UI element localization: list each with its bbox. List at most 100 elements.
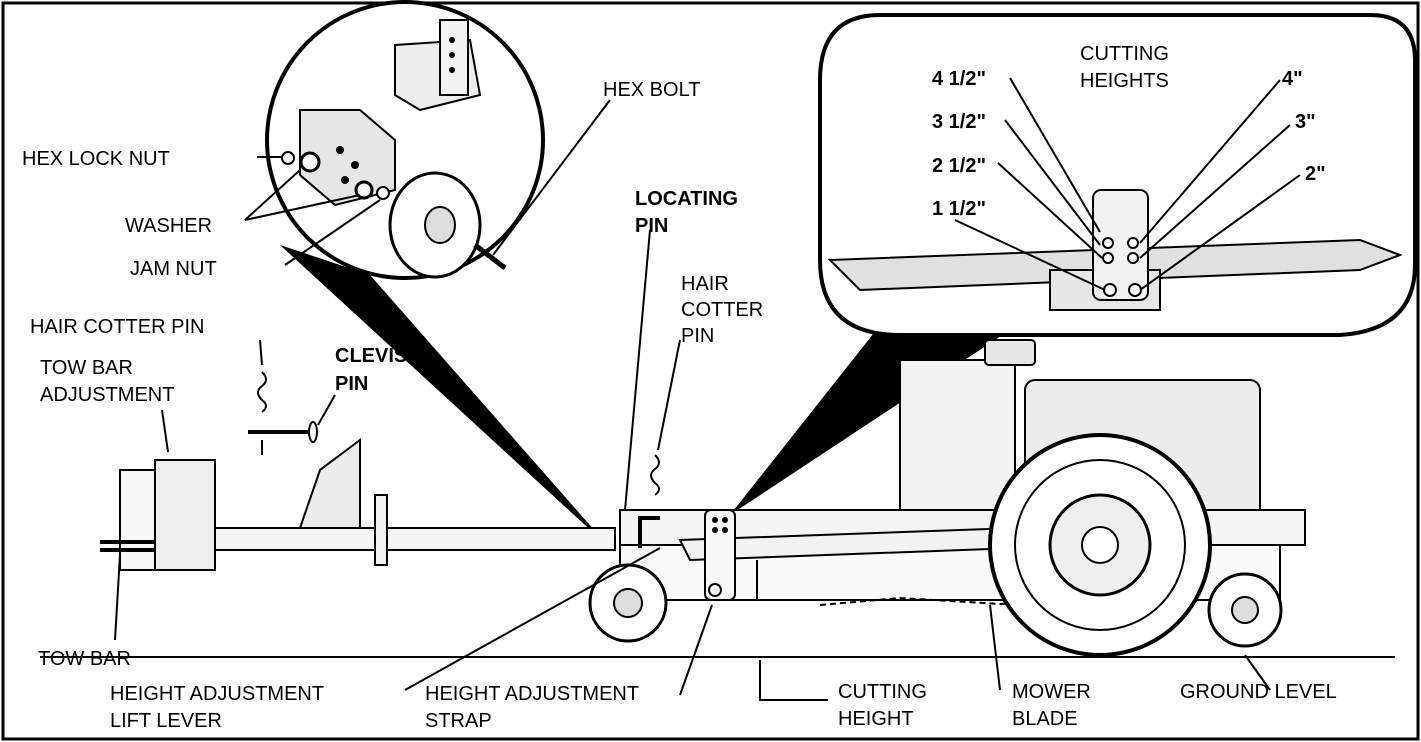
post-hole — [449, 37, 455, 43]
tow-bar-adjustment-plate — [154, 459, 216, 571]
rear-caster-hub — [1231, 596, 1259, 624]
bracket-hole — [341, 176, 349, 184]
leader-4-5 — [1009, 77, 1101, 233]
label-tow-bar-adjustment-1: TOW BAR — [40, 357, 133, 379]
label-washer: WASHER — [125, 215, 212, 237]
label-jam-nut: JAM NUT — [130, 258, 217, 280]
tow-frame-lever — [374, 494, 388, 566]
leader-washer-2 — [244, 194, 361, 221]
strap-hole — [712, 517, 718, 523]
leader-2-5 — [997, 162, 1103, 259]
height-hole — [1127, 252, 1139, 264]
leader-tow-bar — [114, 554, 121, 641]
left-callout-wedge — [280, 245, 610, 548]
label-tow-bar-adjustment-2: ADJUSTMENT — [40, 384, 174, 406]
height-adjustment-strap — [704, 509, 736, 601]
strap-pivot — [708, 583, 722, 597]
label-clevis-pin-2: PIN — [335, 373, 368, 395]
leader-hair-cotter-pin-right — [657, 339, 681, 451]
label-tow-bar: TOW BAR — [38, 648, 131, 670]
rear-wheel-axle — [1081, 526, 1119, 564]
label-lift-lever-1: HEIGHT ADJUSTMENT — [110, 683, 324, 705]
label-locating-pin-1: LOCATING — [635, 188, 738, 210]
label-height-4: 4" — [1282, 68, 1303, 90]
leader-tow-bar-adjustment — [161, 409, 169, 453]
label-height-1-5: 1 1/2" — [932, 198, 986, 220]
fuel-cap — [984, 339, 1036, 366]
label-strap-1: HEIGHT ADJUSTMENT — [425, 683, 639, 705]
label-hex-lock-nut: HEX LOCK NUT — [22, 148, 170, 170]
caster-bracket — [299, 109, 396, 207]
label-hair-cotter-pin-right-3: PIN — [681, 325, 714, 347]
label-hair-cotter-pin-right-2: COTTER — [681, 299, 763, 321]
post-hole — [449, 67, 455, 73]
hex-lock-nut-part — [281, 151, 295, 165]
strap-hole — [722, 527, 728, 533]
clevis-pin-head — [308, 421, 318, 443]
leader-hair-cotter-pin-left — [259, 339, 263, 366]
bracket-post — [439, 19, 469, 96]
label-height-4-5: 4 1/2" — [932, 68, 986, 90]
label-lift-lever-2: LIFT LEVER — [110, 710, 222, 732]
leader-3 — [1139, 124, 1291, 259]
hair-cotter-pin-left-part — [257, 371, 267, 413]
height-hole — [1103, 283, 1117, 297]
label-mower-blade-2: BLADE — [1012, 708, 1078, 730]
rear-wheel-rim — [1014, 459, 1186, 631]
leader-1-5 — [954, 219, 1106, 291]
tow-frame-rail — [179, 527, 616, 551]
label-cutting-heights-2: HEIGHTS — [1080, 70, 1169, 92]
hex-bolt-part — [473, 243, 507, 270]
label-cutting-heights-1: CUTTING — [1080, 43, 1169, 65]
leader-cutting-height — [759, 660, 828, 701]
strap-hole — [722, 517, 728, 523]
label-hair-cotter-pin-left: HAIR COTTER PIN — [30, 316, 204, 338]
leader-hex-bolt — [492, 99, 611, 256]
label-locating-pin-2: PIN — [635, 215, 668, 237]
hair-cotter-pin-right-part — [650, 454, 660, 496]
front-wheel-hub — [613, 588, 643, 618]
leader-2 — [1139, 174, 1301, 291]
leader-washer-1 — [244, 169, 301, 221]
jam-nut-part — [376, 186, 390, 200]
label-cutting-height-2: HEIGHT — [838, 708, 914, 730]
label-height-3-5: 3 1/2" — [932, 111, 986, 133]
height-hole — [1128, 283, 1142, 297]
leader-lift-lever — [404, 547, 661, 691]
bracket-hole — [351, 161, 359, 169]
washer-part — [299, 151, 321, 173]
label-clevis-pin-1: CLEVIS — [335, 345, 407, 367]
strap-hole — [712, 527, 718, 533]
locating-pin-part — [638, 516, 660, 548]
label-height-3: 3" — [1295, 111, 1316, 133]
leader-ground-level — [1244, 654, 1271, 691]
label-height-2-5: 2 1/2" — [932, 155, 986, 177]
height-hole — [1102, 252, 1114, 264]
label-hair-cotter-pin-right-1: HAIR — [681, 273, 729, 295]
label-ground-level: GROUND LEVEL — [1180, 681, 1337, 703]
mower-side-view — [100, 339, 1306, 657]
label-hex-bolt: HEX BOLT — [603, 79, 700, 101]
leader-jam-nut — [284, 199, 381, 266]
wheel-detail-circle — [265, 0, 545, 280]
label-cutting-height-1: CUTTING — [838, 681, 927, 703]
leader-4 — [1139, 79, 1281, 244]
bracket-hole — [336, 146, 344, 154]
height-post — [1092, 189, 1149, 301]
leader-3-5 — [1004, 119, 1101, 246]
post-hole — [449, 52, 455, 58]
leader-strap — [679, 604, 713, 696]
leader-lines — [40, 77, 1301, 701]
leader-mower-blade — [989, 604, 1001, 691]
fuel-tank — [899, 359, 1016, 531]
height-hole — [1127, 237, 1139, 249]
label-mower-blade-1: MOWER — [1012, 681, 1091, 703]
leader-clevis-pin — [317, 394, 336, 426]
washer-part-2 — [354, 180, 374, 200]
caster-wheel-hub — [424, 206, 456, 244]
tow-frame-mount — [298, 438, 361, 529]
leader-locating-pin — [624, 229, 651, 511]
label-strap-2: STRAP — [425, 710, 492, 732]
